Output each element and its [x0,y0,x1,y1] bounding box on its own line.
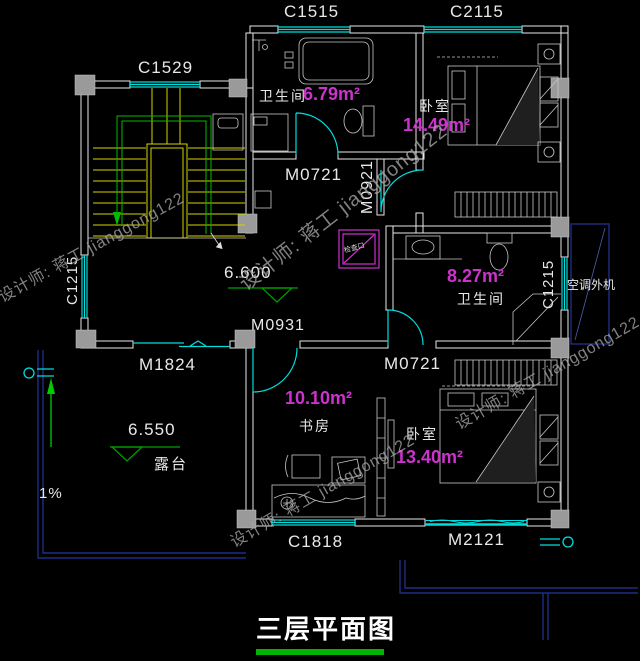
furniture [250,37,561,518]
room-area-bedroom1: 14.49m² [403,115,471,135]
door-label-bath2: M0721 [384,354,441,373]
window-label-c1515: C1515 [284,2,340,21]
nightstand [537,481,561,503]
door-label-study: M0931 [251,317,305,334]
elevation-hall: 6.600 [224,263,272,282]
door-label-bedroom2: M2121 [448,530,505,549]
floor-drain-right [540,536,574,548]
stair-treads [93,88,245,239]
room-area-study: 10.10m² [285,388,353,408]
floor-drain-left [23,367,54,379]
title-underline [256,649,384,655]
door-label-bath1: M0721 [285,165,342,184]
room-area-bath1: 6.79m² [303,84,361,104]
room-name-terrace: 露台 [154,456,189,473]
drawing-title: 三层平面图 [256,614,397,644]
wardrobe-comb-2 [454,359,558,386]
bed-2 [439,388,537,484]
lower-balcony-railing [399,560,638,640]
shower-enclosure [512,293,561,345]
study-table [271,484,366,518]
windows-glazing [81,26,568,526]
room-area-bath2: 8.27m² [447,266,505,286]
elevation-terrace: 6.550 [128,420,176,439]
terrace-railing [37,350,246,559]
window-label-c1529: C1529 [138,58,194,77]
bookshelf [376,397,386,517]
structural-columns [74,74,570,529]
nightstand [537,43,561,65]
window-label-c1818: C1818 [288,532,344,551]
room-name-study: 书房 [299,418,331,434]
elevation-markers [110,287,298,462]
stair-direction-arrow [113,212,121,226]
ac-unit-platform [570,223,610,345]
window-label-c1215-right: C1215 [540,259,557,309]
stair-handrail [113,115,212,234]
plant-icon [280,496,294,510]
nightstand [537,141,561,163]
sink [405,235,441,260]
office-chair [291,454,321,479]
inspection-opening-box [338,229,380,269]
monitor [337,458,362,481]
desk [331,456,366,484]
room-area-bedroom2: 13.40m² [396,447,464,467]
shower-head-icon [252,39,266,51]
slope-label: 1% [39,485,63,502]
stair-up-arrow [210,232,223,250]
window-label-c2115: C2115 [450,2,504,21]
landing-cabinet [212,113,272,209]
toilet-2 [486,232,513,244]
wardrobe-comb-1 [454,191,558,218]
toilet-1 [362,105,375,137]
door-swings [133,112,527,526]
drainage-slope-arrow [47,378,55,447]
door-label-terrace: M1824 [139,355,196,374]
washing-machine [250,113,289,152]
room-name-bedroom2: 卧室 [406,426,438,442]
room-name-bedroom1: 卧室 [419,98,451,114]
room-name-bath2: 卫生间 [457,291,505,307]
bathtub [298,37,374,85]
room-name-bath1: 卫生间 [259,88,307,104]
ac-unit-label: 空调外机 [567,278,616,292]
